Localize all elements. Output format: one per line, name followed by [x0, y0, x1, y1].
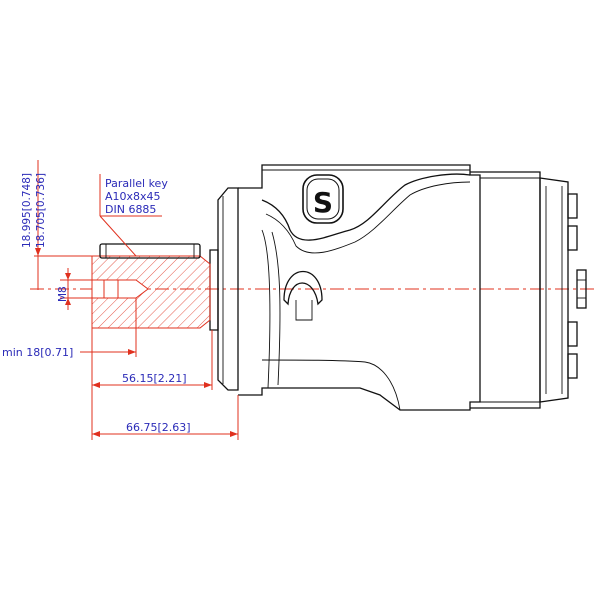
shaft-dia-min-label: 18.705[0.736] — [35, 173, 47, 248]
thread-dimension: M8 — [57, 268, 100, 310]
key-note-line2: A10x8x45 — [105, 190, 161, 203]
key-note: Parallel key A10x8x45 DIN 6885 — [99, 174, 168, 257]
brand-logo: S — [302, 174, 344, 224]
thread-depth-label: min 18[0.71] — [2, 346, 73, 359]
shaft-dia-max-label: 18.995[0.748] — [21, 173, 33, 248]
shaft-section — [91, 255, 211, 329]
thread-depth-dimension: min 18[0.71] — [2, 298, 137, 440]
shaft-length-label: 56.15[2.21] — [122, 372, 187, 385]
logo-letter: S — [313, 186, 333, 219]
shaft-diameter-dimension: 18.995[0.748] 18.705[0.736] — [21, 160, 96, 290]
overall-length-dimension: 66.75[2.63] — [92, 395, 239, 440]
motor-body — [209, 164, 587, 411]
shaft-length-dimension: 56.15[2.21] — [92, 330, 213, 390]
key-note-line3: DIN 6885 — [105, 203, 156, 216]
end-cap-bolts — [567, 193, 587, 379]
overall-length-label: 66.75[2.63] — [126, 421, 191, 434]
parallel-key — [99, 243, 201, 259]
thread-label: M8 — [57, 286, 69, 302]
key-note-line1: Parallel key — [105, 177, 168, 190]
